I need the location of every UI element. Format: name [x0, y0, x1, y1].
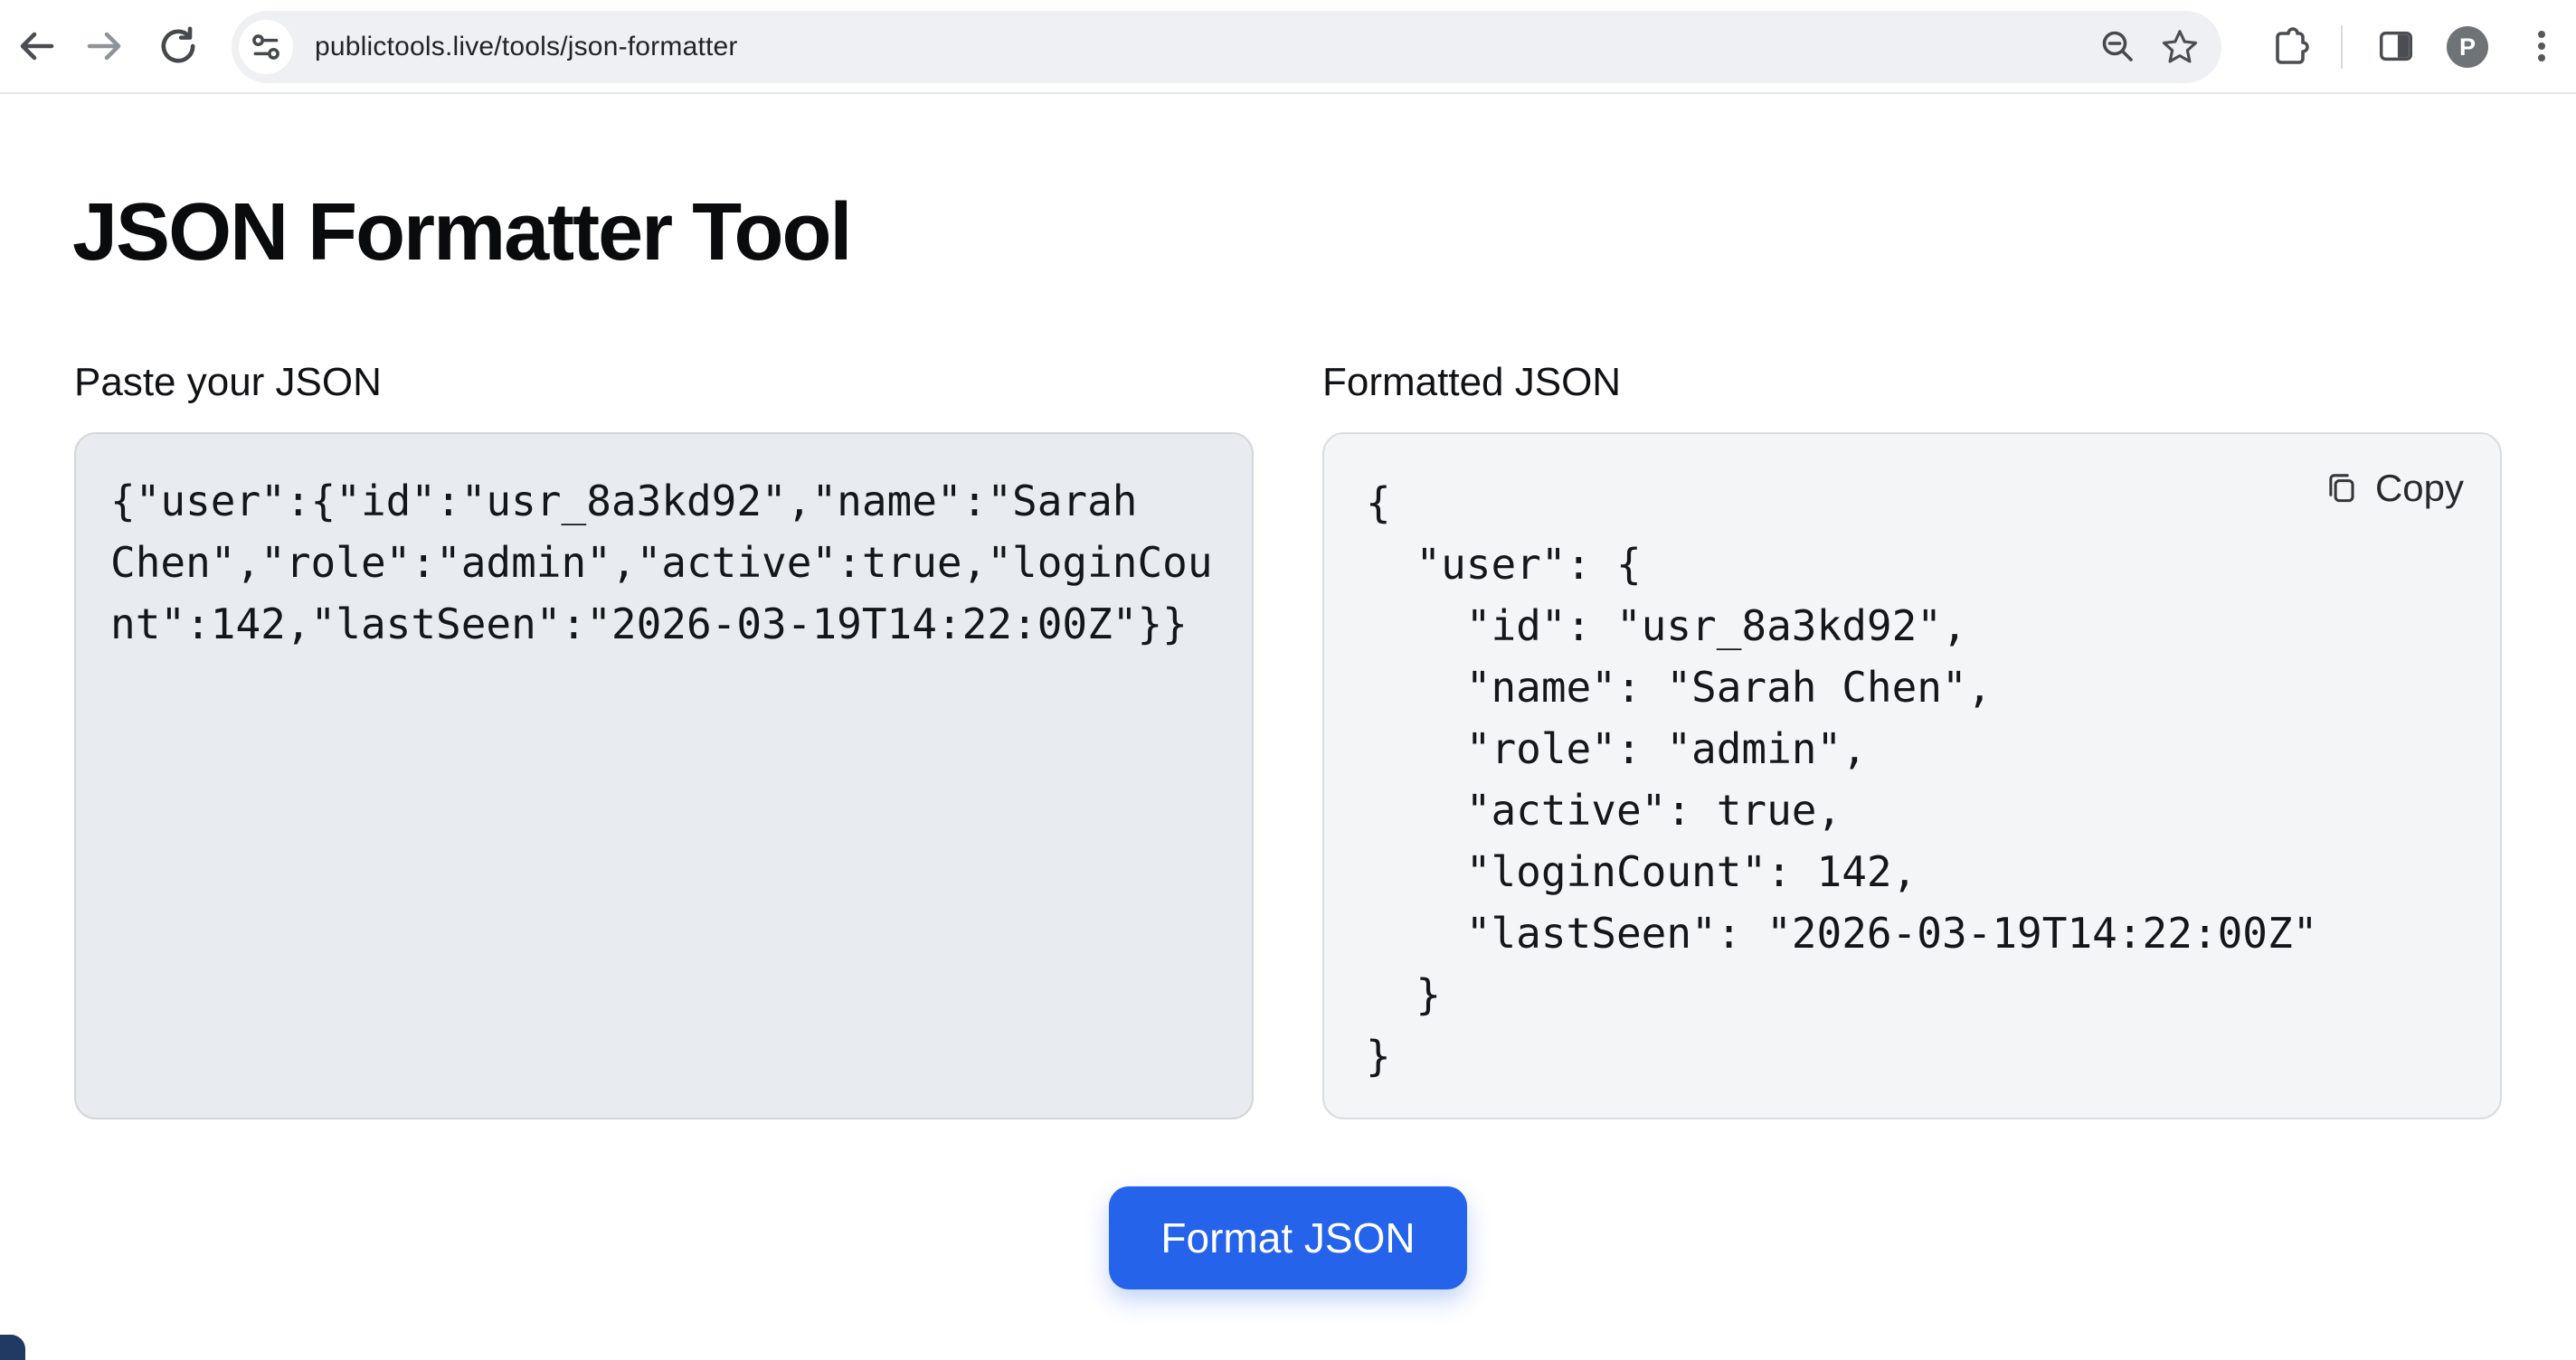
side-panel-button[interactable]	[2367, 17, 2425, 75]
browser-toolbar: publictools.live/tools/json-formatter	[0, 0, 2576, 94]
zoom-icon	[2098, 27, 2138, 67]
partial-bottom-left-element	[0, 1335, 25, 1360]
url-text[interactable]: publictools.live/tools/json-formatter	[315, 32, 738, 61]
bookmark-button[interactable]	[2160, 27, 2200, 67]
json-input-textarea[interactable]	[74, 432, 1254, 1119]
toolbar-divider	[2341, 25, 2343, 69]
reload-icon	[156, 24, 201, 69]
reload-button[interactable]	[149, 17, 207, 75]
extensions-button[interactable]	[2261, 17, 2319, 75]
extensions-puzzle-icon	[2268, 24, 2312, 68]
format-json-button-label: Format JSON	[1160, 1214, 1416, 1261]
copy-button-label: Copy	[2374, 467, 2464, 509]
copy-button[interactable]: Copy	[2324, 467, 2464, 510]
three-dot-menu-icon	[2522, 26, 2562, 66]
side-panel-icon	[2375, 25, 2417, 67]
zoom-button[interactable]	[2098, 27, 2138, 67]
back-icon	[14, 24, 58, 68]
format-json-button[interactable]: Format JSON	[1109, 1186, 1467, 1289]
profile-avatar[interactable]: P	[2447, 26, 2488, 68]
copy-icon	[2324, 469, 2362, 507]
formatted-json-panel: { "user": { "id": "usr_8a3kd92", "name":…	[1322, 432, 2502, 1119]
address-bar[interactable]: publictools.live/tools/json-formatter	[232, 11, 2221, 83]
browser-menu-button[interactable]	[2513, 17, 2571, 75]
site-settings-icon	[249, 30, 283, 64]
formatted-json-code: { "user": { "id": "usr_8a3kd92", "name":…	[1366, 478, 2318, 1081]
back-button[interactable]	[7, 17, 65, 75]
page-title: JSON Formatter Tool	[72, 187, 852, 278]
input-label: Paste your JSON	[74, 360, 382, 404]
output-label: Formatted JSON	[1322, 360, 1622, 404]
forward-button[interactable]	[76, 17, 134, 75]
site-settings-button[interactable]	[239, 20, 293, 74]
forward-icon	[83, 24, 127, 68]
bookmark-star-icon	[2159, 26, 2201, 68]
